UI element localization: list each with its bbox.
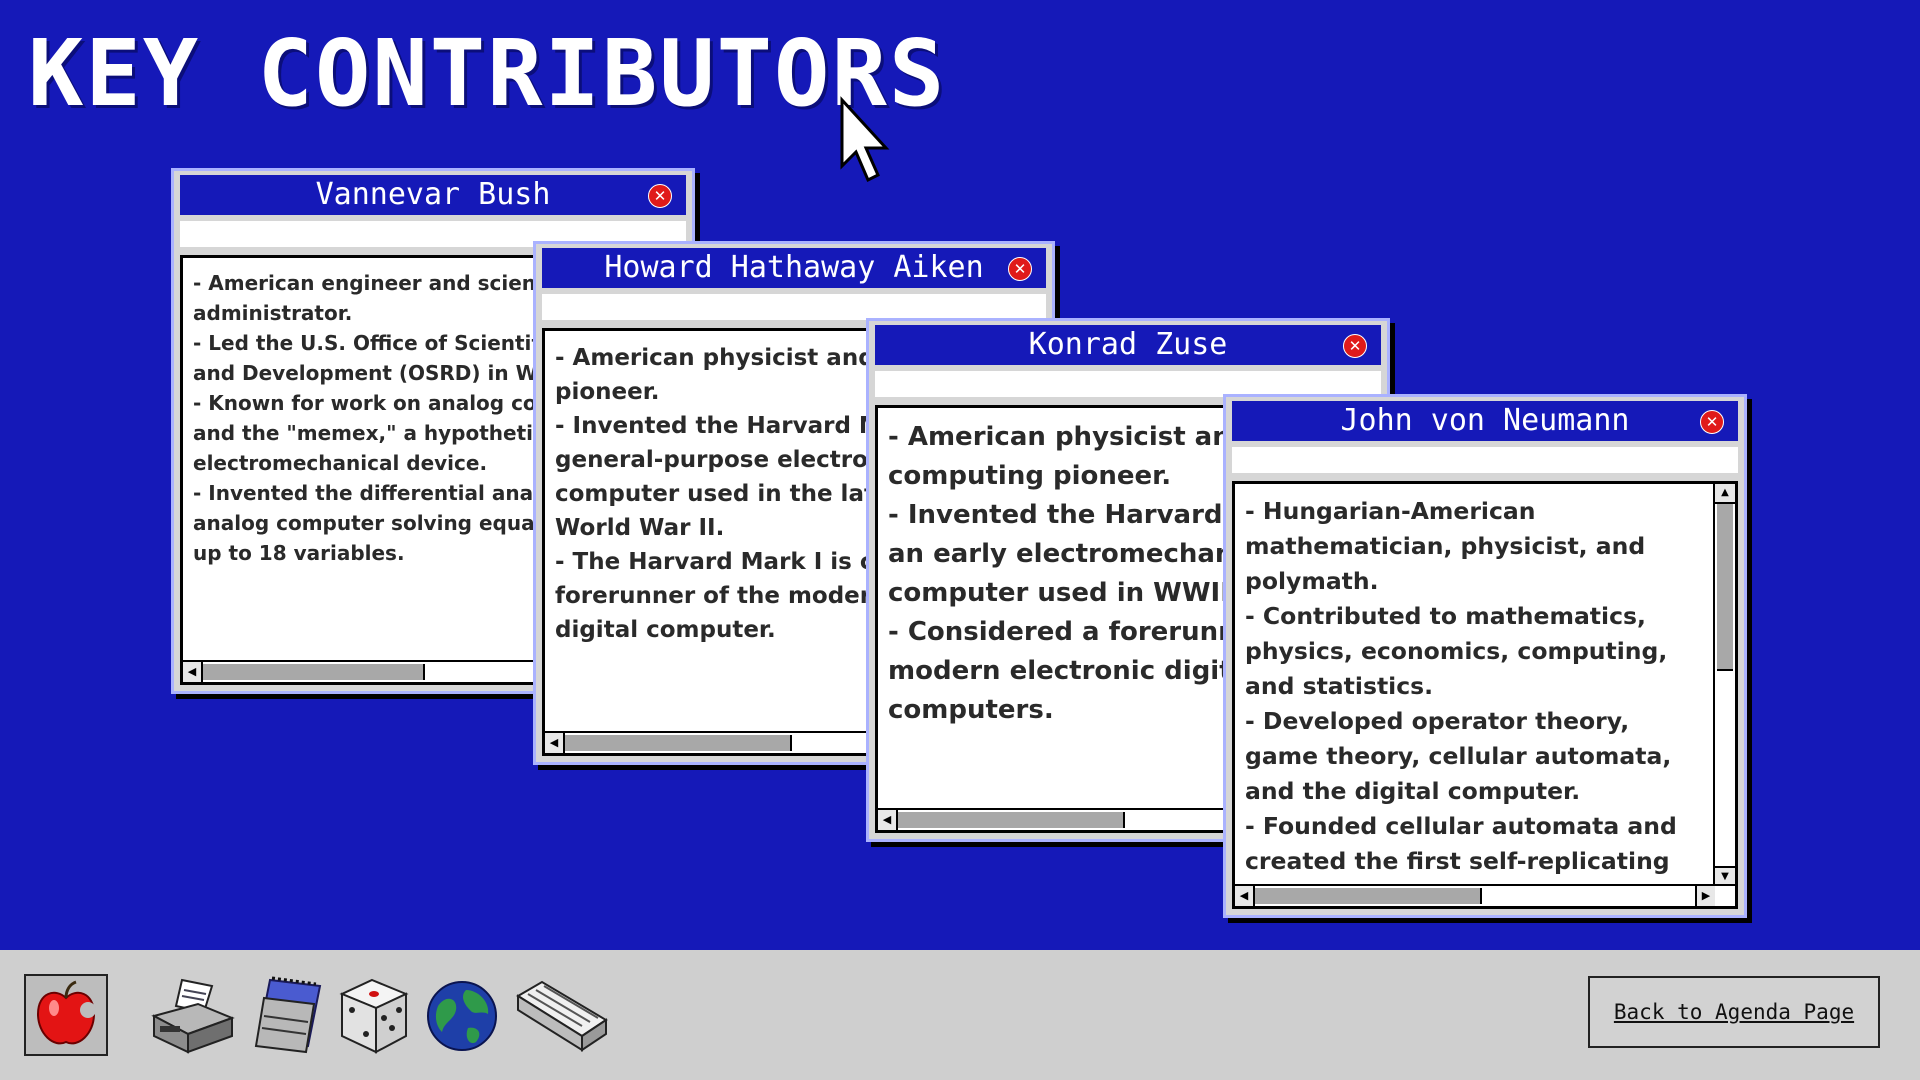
scroll-left-icon[interactable]: ◀ — [183, 662, 203, 682]
printer-icon[interactable] — [148, 976, 236, 1056]
scroll-thumb[interactable] — [1255, 888, 1482, 904]
apple-icon — [36, 980, 96, 1045]
close-icon[interactable]: ✕ — [1700, 410, 1724, 434]
bullet-line: - Contributed to mathematics, physics, e… — [1245, 602, 1668, 700]
window-text: - American physicist and computing pione… — [888, 418, 1372, 730]
globe-icon[interactable] — [424, 976, 500, 1056]
window-titlebar[interactable]: Howard Hathaway Aiken ✕ — [542, 248, 1046, 288]
window-content: - Hungarian-American mathematician, phys… — [1232, 481, 1738, 909]
bullet-line: - American engineer and science administ… — [193, 271, 562, 325]
window-title: John von Neumann — [1340, 403, 1630, 438]
scroll-thumb[interactable] — [898, 812, 1125, 828]
scroll-right-icon[interactable]: ▶ — [1695, 886, 1715, 906]
window-titlebar[interactable]: John von Neumann ✕ — [1232, 401, 1738, 441]
mouse-pointer-icon — [840, 96, 890, 183]
window-title: Howard Hathaway Aiken — [604, 250, 984, 285]
scroll-left-icon[interactable]: ◀ — [1235, 886, 1255, 906]
scroll-left-icon[interactable]: ◀ — [545, 733, 565, 753]
window-menu-strip — [542, 294, 1046, 320]
bullet-line: - Developed operator theory, game theory… — [1245, 707, 1672, 805]
scroll-up-icon[interactable]: ▲ — [1715, 484, 1735, 504]
window-title: Konrad Zuse — [1028, 327, 1228, 362]
window-john-von-neumann[interactable]: John von Neumann ✕ - Hungarian-American … — [1223, 394, 1747, 918]
scroll-thumb[interactable] — [1717, 504, 1733, 671]
back-to-agenda-button[interactable]: Back to Agenda Page — [1588, 976, 1880, 1048]
dice-icon[interactable] — [336, 976, 412, 1056]
bullet-line: - American physicist and computing pione… — [888, 422, 1250, 491]
notepad-icon[interactable] — [250, 976, 326, 1056]
apple-icon-button[interactable] — [24, 974, 108, 1056]
scroll-thumb[interactable] — [203, 664, 425, 680]
window-titlebar[interactable]: Vannevar Bush ✕ — [180, 175, 686, 215]
close-icon[interactable]: ✕ — [648, 184, 672, 208]
page-title: KEY CONTRIBUTORS — [28, 20, 947, 127]
close-icon[interactable]: ✕ — [1008, 257, 1032, 281]
window-menu-strip — [1232, 447, 1738, 473]
window-titlebar[interactable]: Konrad Zuse ✕ — [875, 325, 1381, 365]
horizontal-scrollbar[interactable]: ◀ ▶ — [1235, 884, 1735, 906]
window-menu-strip — [875, 371, 1381, 397]
scroll-down-icon[interactable]: ▼ — [1715, 866, 1735, 886]
scroll-thumb[interactable] — [565, 735, 792, 751]
close-icon[interactable]: ✕ — [1343, 334, 1367, 358]
vertical-scrollbar[interactable]: ▲ ▼ — [1713, 484, 1735, 886]
bullet-line: - Hungarian-American mathematician, phys… — [1245, 497, 1646, 595]
scroll-left-icon[interactable]: ◀ — [878, 810, 898, 830]
window-text: - Hungarian-American mathematician, phys… — [1245, 494, 1707, 906]
keyboard-icon[interactable] — [512, 976, 610, 1056]
dock: Back to Agenda Page — [0, 950, 1920, 1080]
window-title: Vannevar Bush — [315, 177, 551, 212]
